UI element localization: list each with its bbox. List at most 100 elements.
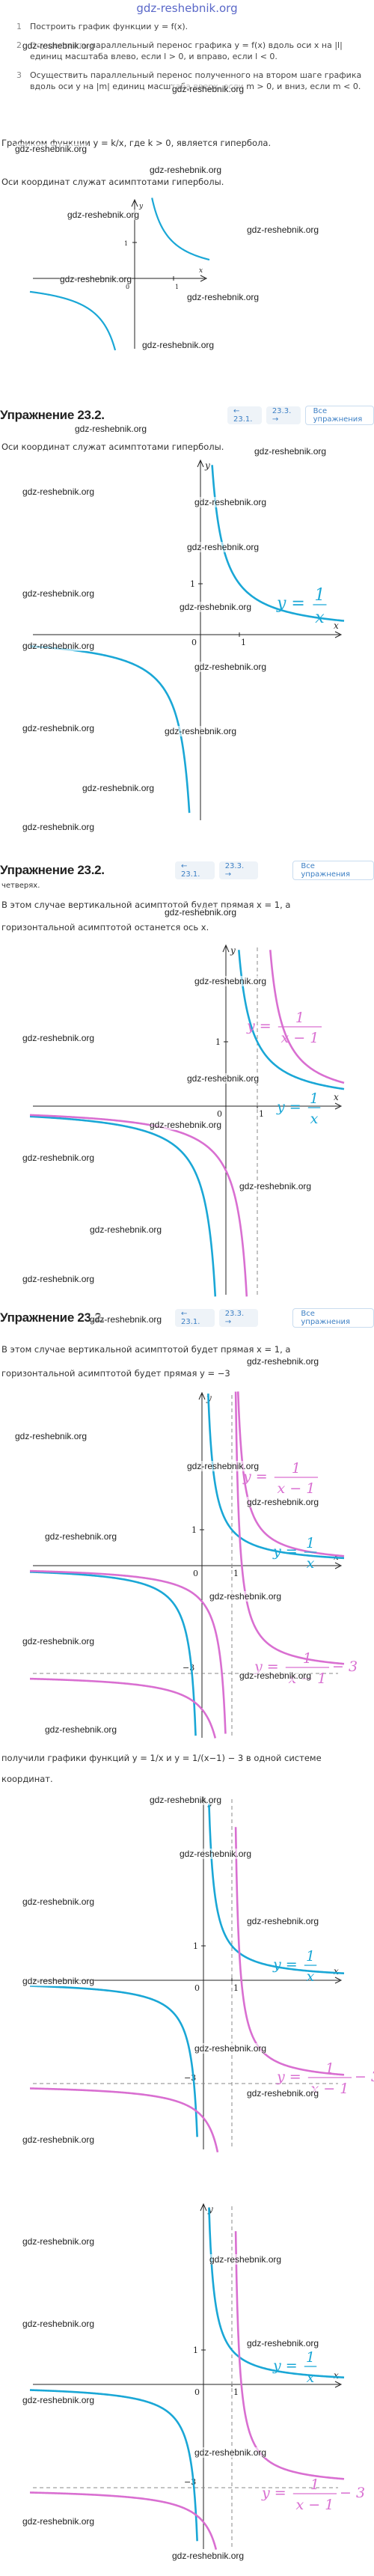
formula-one-over-x: y =1x <box>272 2349 317 2386</box>
tick-y-minus3-label: −3 <box>183 1663 194 1673</box>
tick-y1-label: 1 <box>215 1037 221 1047</box>
all-exercises-button[interactable]: Все упражнения <box>304 406 374 425</box>
watermark: gdz-reshebnik.org <box>247 2338 319 2348</box>
watermark: gdz-reshebnik.org <box>22 1153 95 1163</box>
curve-one-over-x <box>29 950 345 1297</box>
all-exercises-button[interactable]: Все упражнения <box>292 861 374 880</box>
formula-denominator: x − 1 <box>296 2497 334 2513</box>
step-number: 2 <box>16 40 22 50</box>
exercise-nav: ← 23.1. 23.3. → Все упражнения <box>227 406 374 425</box>
next-exercise-button[interactable]: 23.3. → <box>218 861 259 879</box>
watermark: gdz-reshebnik.org <box>180 602 252 612</box>
watermark: gdz-reshebnik.org <box>239 1670 312 1681</box>
watermark: gdz-reshebnik.org <box>180 1849 252 1859</box>
watermark: gdz-reshebnik.org <box>187 542 260 552</box>
y-axis-arrow <box>200 2203 207 2212</box>
origin-label: 0 <box>126 284 129 290</box>
x-axis-arrow <box>334 1562 343 1569</box>
formula-numerator: 1 <box>292 1460 301 1477</box>
watermark: gdz-reshebnik.org <box>247 2088 319 2099</box>
site-title[interactable]: gdz-reshebnik.org <box>136 1 238 15</box>
prev-exercise-button[interactable]: ← 23.1. <box>175 861 215 879</box>
formula-numerator: 1 <box>306 1535 315 1551</box>
watermark: gdz-reshebnik.org <box>247 1916 319 1926</box>
curve-one-over-x <box>29 1803 345 2137</box>
tick-y1-label: 1 <box>190 579 195 589</box>
curve-one-over-x <box>29 198 210 351</box>
tick-x1-label: 1 <box>259 1109 264 1119</box>
curve-shifted-right <box>29 1391 345 1734</box>
x-axis-arrow <box>334 631 343 638</box>
formula-lhs: y = <box>272 1956 298 1973</box>
watermark: gdz-reshebnik.org <box>22 2236 95 2247</box>
watermark: gdz-reshebnik.org <box>22 641 95 651</box>
asymptote-note: Оси координат служат асимптотами гипербо… <box>1 442 224 452</box>
formula-numerator: 1 <box>303 1650 312 1667</box>
x-axis-arrow <box>334 2381 343 2388</box>
watermark: gdz-reshebnik.org <box>247 1497 319 1507</box>
watermark: gdz-reshebnik.org <box>142 340 215 350</box>
watermark: gdz-reshebnik.org <box>45 1724 117 1735</box>
formula-shifted-right: y =1x − 1 <box>242 1460 319 1497</box>
curve-one-over-x <box>29 1394 345 1736</box>
step-number: 3 <box>16 70 22 80</box>
prev-exercise-button[interactable]: ← 23.1. <box>175 1309 215 1327</box>
watermark: gdz-reshebnik.org <box>22 2134 95 2145</box>
formula-one-over-x: y =1x <box>272 1948 317 1985</box>
formula-lhs: y = <box>246 1018 272 1034</box>
origin-label: 0 <box>193 1569 198 1578</box>
watermark: gdz-reshebnik.org <box>165 726 237 736</box>
x-axis-arrow <box>200 275 208 282</box>
formula-denominator: x − 1 <box>281 1030 319 1046</box>
watermark: gdz-reshebnik.org <box>75 424 147 434</box>
y-axis-arrow <box>131 198 138 207</box>
origin-label: 0 <box>191 638 197 647</box>
algorithm-steps: 1 Построить график функции y = f(x). 2 О… <box>16 21 368 100</box>
y-axis-arrow <box>222 944 230 953</box>
x-axis-label: x <box>334 1092 339 1102</box>
formula-tail: − 3 <box>355 2069 374 2085</box>
prev-exercise-button[interactable]: ← 23.1. <box>227 406 262 424</box>
curve-shifted-down <box>29 1391 345 1739</box>
asymptote-note: Оси координат служат асимптотами гипербо… <box>1 177 224 187</box>
step-text: Построить график функции y = f(x). <box>30 22 188 31</box>
watermark: gdz-reshebnik.org <box>209 1591 282 1602</box>
x-axis-label: x <box>334 1966 339 1977</box>
all-exercises-button[interactable]: Все упражнения <box>292 1308 374 1328</box>
watermark: gdz-reshebnik.org <box>247 1356 319 1367</box>
formula-shifted-down: y =1x − 1− 3 <box>276 2060 374 2097</box>
x-axis-label: x <box>199 267 203 275</box>
origin-label: 0 <box>194 2387 200 2397</box>
x-axis-arrow <box>334 1102 343 1110</box>
formula-lhs: y = <box>261 2485 286 2501</box>
watermark: gdz-reshebnik.org <box>239 1181 312 1191</box>
next-exercise-button[interactable]: 23.3. → <box>218 1309 259 1327</box>
watermark: gdz-reshebnik.org <box>209 2254 282 2265</box>
curve-shifted-down <box>29 1827 345 2153</box>
watermark: gdz-reshebnik.org <box>90 1224 162 1235</box>
exercise-nav: ← 23.1. 23.3. → Все упражнения <box>175 861 374 880</box>
y-axis-arrow <box>198 1391 206 1400</box>
tick-y1-label: 1 <box>193 1941 198 1951</box>
formula-lhs: y = <box>276 594 305 613</box>
formula-denominator: x <box>307 2369 315 2386</box>
watermark: gdz-reshebnik.org <box>82 783 155 793</box>
formula-denominator: x <box>310 1111 319 1127</box>
watermark: gdz-reshebnik.org <box>194 2043 267 2054</box>
formula-lhs: y = <box>276 2069 301 2085</box>
tick-x1-label: 1 <box>175 284 179 290</box>
watermark: gdz-reshebnik.org <box>187 1073 260 1084</box>
watermark: gdz-reshebnik.org <box>172 2551 245 2561</box>
x-axis-label: x <box>334 2370 339 2381</box>
next-exercise-button[interactable]: 23.3. → <box>266 406 301 424</box>
watermark: gdz-reshebnik.org <box>22 723 95 733</box>
watermark: gdz-reshebnik.org <box>194 2447 267 2458</box>
formula-numerator: 1 <box>306 1948 315 1965</box>
horizontal-asymptote-note: горизонтальной асимптотой будет прямая y… <box>1 1368 230 1379</box>
formula-numerator: 1 <box>306 2349 315 2366</box>
tick-y1-label: 1 <box>191 1525 197 1535</box>
x-axis-label: x <box>334 620 339 631</box>
